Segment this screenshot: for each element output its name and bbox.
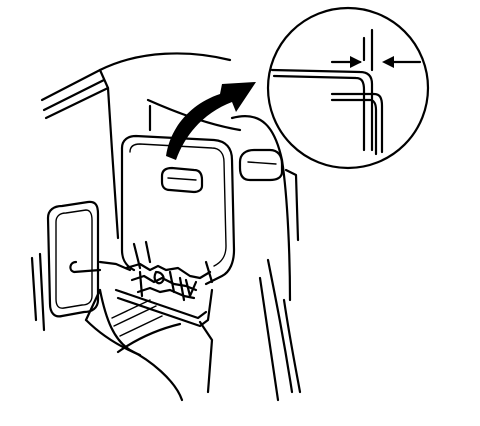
detail-door-edge — [330, 92, 384, 154]
magnifier-ring — [266, 6, 430, 170]
left-wall-line-2 — [38, 252, 46, 332]
left-wall-line-1 — [30, 256, 38, 322]
access-door — [120, 134, 236, 286]
roof-edge — [98, 52, 232, 72]
latch-knob — [153, 270, 165, 285]
left-arrow-head — [350, 56, 362, 68]
door-handle-recess — [160, 166, 204, 194]
latch-rod-3 — [204, 260, 214, 284]
floor-cross-edge — [116, 322, 182, 354]
latch-post-2 — [168, 270, 176, 294]
latch-post-1 — [138, 270, 144, 298]
latch-plate-inner — [114, 288, 208, 320]
latch-rod-1 — [132, 242, 142, 270]
door-left-edge — [120, 146, 136, 272]
floor-rib-3 — [119, 315, 163, 337]
opening-hook — [69, 260, 102, 274]
detail-upper-panel-inner — [272, 74, 366, 152]
callout-arrow-body — [166, 82, 256, 160]
door-inner-edge — [129, 143, 227, 267]
right-panel-lower-curve-1 — [266, 258, 294, 394]
left-pillar-edge — [98, 68, 120, 240]
right-arrow-head — [382, 56, 394, 68]
base-mid-column — [198, 320, 214, 394]
latch-post-3 — [178, 276, 186, 302]
detail-upper-panel — [270, 68, 374, 152]
body-recess-slot — [247, 161, 277, 165]
door-outer-edge — [120, 134, 236, 286]
right-panel-side-step — [284, 168, 300, 242]
detail-magnifier-circle — [266, 6, 430, 170]
gap-measurement-arrows — [330, 56, 422, 68]
floor-rib-1 — [111, 299, 151, 319]
right-panel-lower-curve-2 — [258, 276, 280, 402]
upper-sill-line-3 — [44, 86, 110, 120]
latch-mechanism — [98, 240, 214, 328]
upper-sill-line-2 — [42, 78, 106, 112]
latch-low-edge — [136, 286, 196, 300]
side-access-opening — [46, 200, 102, 318]
opening-outer-frame — [46, 200, 100, 318]
upper-sill-line-1 — [40, 68, 102, 102]
right-panel-lower-curve-3 — [282, 298, 302, 394]
curved-callout-arrow — [166, 82, 256, 160]
latch-rod-2 — [144, 240, 152, 264]
body-recess-outer — [238, 148, 284, 182]
latch-plate-outline — [116, 288, 214, 328]
latch-mid-edge — [130, 274, 198, 292]
latch-spring — [184, 278, 198, 298]
rear-trim-panel — [30, 52, 302, 402]
opening-inner-frame — [55, 209, 93, 309]
latch-cable — [98, 260, 132, 272]
latch-top-edge — [124, 262, 212, 280]
detail-door-edge-inner — [330, 98, 378, 156]
body-handle-recess — [238, 148, 284, 182]
door-handle-slot — [167, 177, 197, 181]
right-panel-upper-edge — [230, 115, 292, 302]
base-front-edge — [84, 318, 142, 357]
